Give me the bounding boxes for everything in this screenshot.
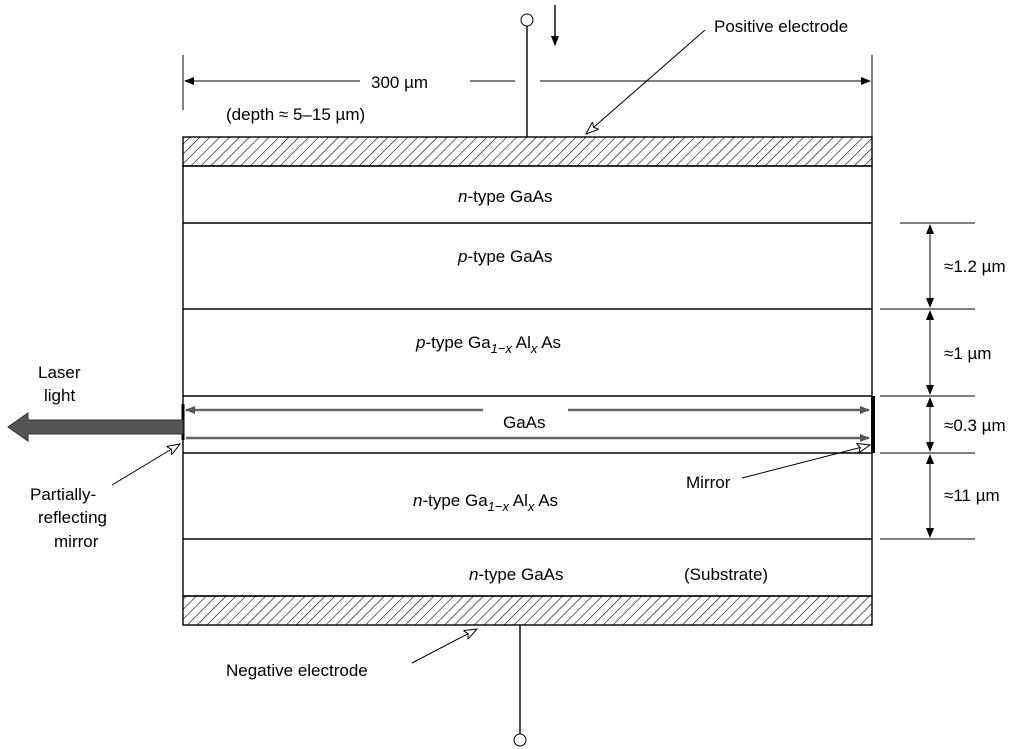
negative-electrode [182, 595, 873, 626]
layer-stack [182, 165, 873, 597]
negative-terminal [513, 625, 527, 747]
thickness-active: ≈0.3 µm [944, 416, 1006, 435]
layer-n-gaalas: n-type Ga1−x Alx As [413, 491, 558, 514]
layer-p-gaalas: p-type Ga1−x Alx As [415, 333, 561, 356]
substrate-label: (Substrate) [684, 565, 768, 584]
positive-terminal [520, 13, 534, 137]
partial-mirror-label-line2: reflecting [38, 508, 107, 527]
negative-electrode-label: Negative electrode [226, 661, 368, 680]
width-label: 300 µm [371, 73, 428, 92]
positive-electrode [182, 136, 873, 167]
partial-mirror-label-line1: Partially- [30, 485, 96, 504]
thickness-p-gaalas: ≈1 µm [944, 344, 991, 363]
partial-mirror-pointer [111, 444, 180, 486]
negative-electrode-pointer [411, 629, 477, 664]
thickness-n-gaalas: ≈11 µm [944, 486, 1000, 505]
depth-label: (depth ≈ 5–15 µm) [226, 105, 365, 124]
partial-mirror-label-line3: mirror [54, 532, 99, 551]
thickness-p-gaas: ≈1.2 µm [944, 257, 1006, 276]
layer-n-gaas-bottom: n-type GaAs [469, 565, 564, 584]
mirror-pointer [741, 445, 870, 479]
layer-p-gaas: p-type GaAs [457, 247, 553, 266]
positive-electrode-pointer [586, 29, 706, 134]
laser-label-line1: Laser [38, 363, 81, 382]
mirror-label: Mirror [686, 473, 731, 492]
layer-gaas-active: GaAs [503, 413, 546, 432]
layer-n-gaas-top: n-type GaAs [458, 187, 553, 206]
thickness-dimensions [880, 222, 975, 540]
light-reflection-arrows [185, 406, 870, 442]
positive-electrode-label: Positive electrode [714, 17, 848, 36]
laser-output-arrow [7, 412, 184, 442]
width-dimension [182, 55, 873, 137]
laser-label-line2: light [44, 386, 75, 405]
